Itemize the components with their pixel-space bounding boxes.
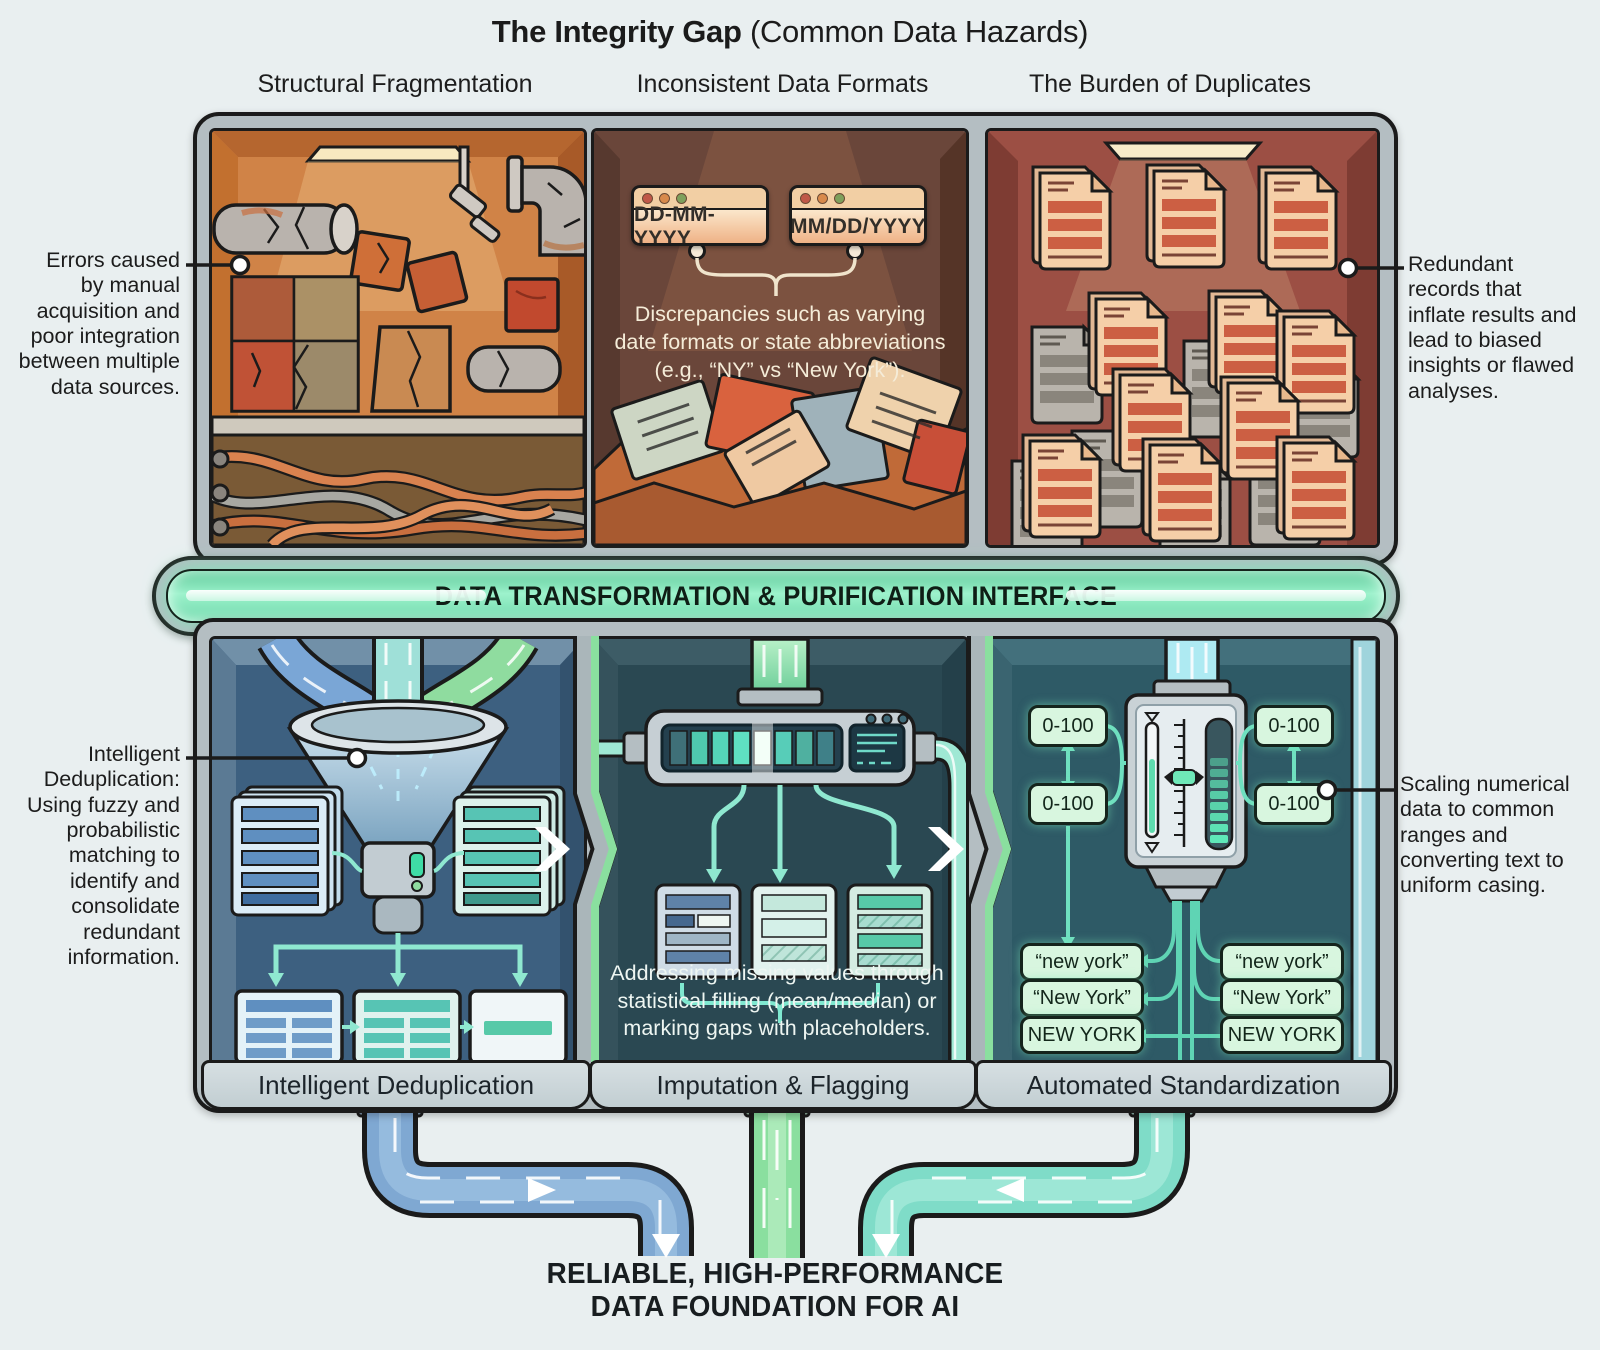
plaque-imputation: Imputation & Flagging <box>589 1060 977 1110</box>
annotation-fuzzy-matching: Intelligent Deduplication: Using fuzzy a… <box>27 742 180 969</box>
window-titlebar <box>634 188 766 210</box>
column-header-fragmentation: Structural Fragmentation <box>257 70 533 98</box>
scanner-device-icon <box>594 709 966 1065</box>
page-title-bold: The Integrity Gap <box>491 14 742 49</box>
light-stripe-right <box>1066 590 1366 601</box>
imputed-card-2-icon <box>750 883 838 979</box>
casing-pill-uppercase: NEW YORK <box>1020 1016 1144 1054</box>
date-format-value: MM/DD/YYYY <box>792 210 924 243</box>
date-format-window-1: DD-MM-YYYY <box>631 185 769 246</box>
page-title: The Integrity Gap (Common Data Hazards) <box>0 14 1580 50</box>
range-pill: 0-100 <box>1254 783 1334 825</box>
casing-pill-lowercase: “new york” <box>1220 943 1344 981</box>
range-pill: 0-100 <box>1028 705 1108 747</box>
panel-dividers-overlay <box>534 636 1012 1062</box>
window-dot-green-icon <box>834 192 845 204</box>
hanging-pipe-icon <box>449 145 501 243</box>
window-dot-orange-icon <box>817 192 828 204</box>
date-format-window-2: MM/DD/YYYY <box>789 185 927 246</box>
column-header-formats: Inconsistent Data Formats <box>636 70 929 98</box>
column-header-duplicates: The Burden of Duplicates <box>1028 70 1312 98</box>
imputed-card-3-icon <box>846 883 934 979</box>
broken-slab-icon <box>370 325 562 413</box>
plaque-deduplication: Intelligent Deduplication <box>201 1060 591 1110</box>
panel-deduplication <box>209 636 587 1068</box>
footer-statement: RELIABLE, HIGH-PERFORMANCE DATA FOUNDATI… <box>487 1258 1063 1325</box>
hazards-frame: DD-MM-YYYY MM/DD/YYYY Discrepancies such… <box>193 112 1398 566</box>
duplicate-stack-right-icon <box>452 785 566 917</box>
casing-streams-icon <box>1146 901 1223 1065</box>
panel-duplicates <box>985 128 1380 548</box>
range-arrows-icon <box>1066 724 1296 937</box>
bracket-icon <box>680 983 880 1023</box>
imputation-caption: Addressing missing values through statis… <box>610 961 944 1041</box>
gauge-device-icon <box>1124 693 1248 903</box>
interface-bar-label: DATA TRANSFORMATION & PURIFICATION INTER… <box>434 580 1118 611</box>
date-format-value: DD-MM-YYYY <box>634 203 766 243</box>
page-title-rest: (Common Data Hazards) <box>741 14 1089 49</box>
solutions-frame: 0-100 0-100 0-100 0-100 “new york” “New … <box>193 618 1398 1113</box>
panel-structural-fragmentation <box>209 128 587 548</box>
formats-backdrop-illustration <box>594 131 966 545</box>
range-pill: 0-100 <box>1028 783 1108 825</box>
chevron-arrow-icon <box>928 827 964 871</box>
imputed-card-1-icon <box>654 883 742 979</box>
casing-pill-lowercase: “new york” <box>1020 943 1144 981</box>
imputation-scanner-illustration <box>594 639 966 1065</box>
panel-imputation <box>591 636 969 1068</box>
window-dot-red-icon <box>800 192 811 204</box>
cracked-wall-icon <box>230 275 360 413</box>
document-stacks-illustration <box>988 131 1377 545</box>
footer-line-2: DATA FOUNDATION FOR AI <box>590 1291 960 1324</box>
plaque-standardization: Automated Standardization <box>975 1060 1392 1110</box>
dedup-arrows-icon <box>273 933 523 973</box>
window-dot-orange-icon <box>659 192 670 204</box>
broken-blocks-icon <box>349 230 560 333</box>
window-dot-green-icon <box>676 192 687 204</box>
formats-caption: Discrepancies such as varying date forma… <box>614 302 946 382</box>
chevron-arrow-icon <box>534 827 570 871</box>
side-pipe-icon <box>1350 639 1377 1065</box>
record-card-teal-icon <box>352 989 462 1065</box>
light-stripe-left <box>186 590 486 601</box>
duplicate-stack-left-icon <box>230 785 344 917</box>
annotation-manual-errors: Errors caused by manual acquisition and … <box>18 248 180 399</box>
elbow-pipe-icon <box>506 155 584 257</box>
annotation-scaling: Scaling numerical data to common ranges … <box>1400 772 1570 898</box>
mixed-papers-pile-illustration <box>594 356 966 545</box>
panel-inconsistent-formats: DD-MM-YYYY MM/DD/YYYY Discrepancies such… <box>591 128 969 548</box>
range-pill: 0-100 <box>1254 705 1334 747</box>
casing-pill-titlecase: “New York” <box>1020 979 1144 1017</box>
funnel-deduplication-illustration <box>212 639 584 1065</box>
annotation-redundant-records: Redundant records that inflate results a… <box>1408 252 1577 403</box>
broken-pipes-illustration <box>212 131 584 545</box>
window-titlebar <box>792 188 924 210</box>
imputation-arrows-icon <box>711 784 897 869</box>
broken-pipe-icon <box>212 203 359 255</box>
window-dot-red-icon <box>642 192 653 204</box>
footer-line-1: RELIABLE, HIGH-PERFORMANCE <box>546 1258 1004 1290</box>
casing-pill-titlecase: “New York” <box>1220 979 1344 1017</box>
tangled-wires-illustration <box>212 433 584 545</box>
casing-pill-uppercase: NEW YORK <box>1220 1016 1344 1054</box>
